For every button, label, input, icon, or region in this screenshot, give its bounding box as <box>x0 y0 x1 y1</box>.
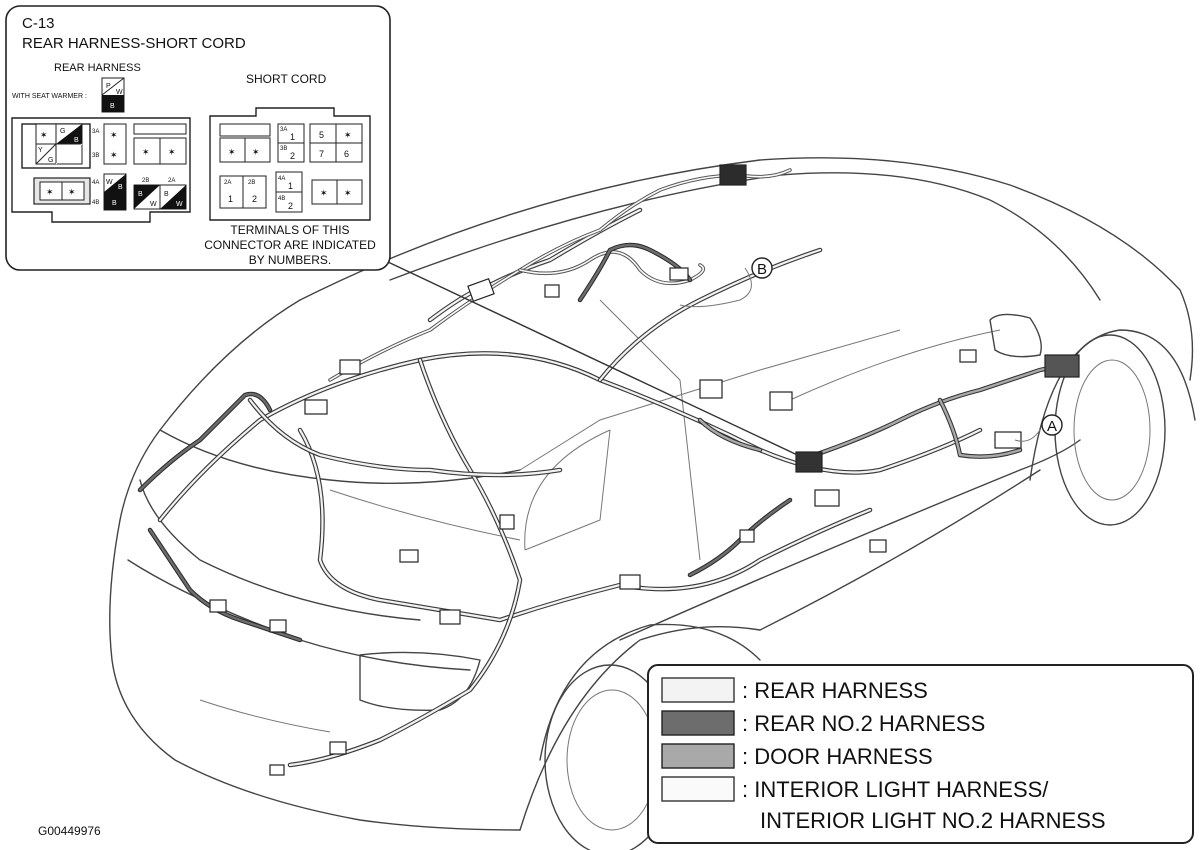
svg-text:1: 1 <box>228 194 233 204</box>
svg-text:G: G <box>74 157 79 164</box>
figure-id: G00449976 <box>38 824 101 838</box>
svg-text:✶: ✶ <box>46 187 54 197</box>
svg-text:2A: 2A <box>168 178 175 184</box>
legend-item-rear-no2-harness: : REAR NO.2 HARNESS <box>661 710 985 736</box>
svg-text:2B: 2B <box>142 178 149 184</box>
rear-harness-label: REAR HARNESS <box>54 62 141 74</box>
svg-text:BR: BR <box>60 148 70 155</box>
svg-text:7: 7 <box>319 149 324 159</box>
legend-label-rear-harness: : REAR HARNESS <box>742 678 928 703</box>
svg-text:✶: ✶ <box>168 147 176 157</box>
connector-code: C-13 <box>22 15 55 32</box>
terminal-note-line-1: TERMINALS OF THIS <box>230 223 349 237</box>
svg-text:B: B <box>74 137 79 144</box>
connector-title: REAR HARNESS-SHORT CORD <box>22 35 246 52</box>
legend-item-door-harness: : DOOR HARNESS <box>661 743 933 769</box>
short-cord-connector: ✶ ✶ 3A 1 3B 2 5 ✶ 7 6 2A 2B 1 2 4A 1 <box>209 107 371 221</box>
callout-a-label: A <box>1047 418 1057 435</box>
seat-warmer-pin-b: B <box>110 103 115 110</box>
seat-warmer-pin-w: W <box>116 89 123 96</box>
callout-b-label: B <box>757 261 767 278</box>
svg-text:Y: Y <box>38 147 43 154</box>
svg-text:4A: 4A <box>92 180 99 186</box>
svg-text:5: 5 <box>319 130 324 140</box>
svg-text:G: G <box>60 128 65 135</box>
seat-warmer-pin-p: P <box>106 83 111 90</box>
svg-text:✶: ✶ <box>110 130 118 140</box>
svg-text:G: G <box>48 157 53 164</box>
svg-text:✶: ✶ <box>110 150 118 160</box>
svg-text:3A: 3A <box>92 129 99 135</box>
svg-text:1: 1 <box>290 132 295 142</box>
svg-text:✶: ✶ <box>228 147 236 157</box>
callout-b: B <box>679 257 773 308</box>
legend-label-interior-light-harness: : INTERIOR LIGHT HARNESS/ <box>742 777 1049 802</box>
svg-text:✶: ✶ <box>344 130 352 140</box>
svg-text:1: 1 <box>288 181 293 191</box>
svg-text:W: W <box>176 201 183 208</box>
svg-text:2: 2 <box>290 151 295 161</box>
short-cord-label: SHORT CORD <box>246 72 327 86</box>
legend-label-door-harness: : DOOR HARNESS <box>742 744 933 769</box>
callout-a: A <box>1014 414 1063 442</box>
harness-connectors <box>209 164 1080 776</box>
legend-item-rear-harness: : REAR HARNESS <box>661 677 928 703</box>
svg-text:W: W <box>106 179 113 186</box>
svg-text:✶: ✶ <box>68 187 76 197</box>
leader-line <box>387 261 809 461</box>
svg-text:3B: 3B <box>92 153 99 159</box>
svg-text:B: B <box>138 191 143 198</box>
svg-text:✶: ✶ <box>40 130 48 140</box>
svg-text:6: 6 <box>344 149 349 159</box>
svg-text:3A: 3A <box>280 127 287 133</box>
svg-text:4B: 4B <box>92 200 99 206</box>
seat-warmer-connector: P W B <box>101 77 125 113</box>
svg-text:4B: 4B <box>278 196 285 202</box>
legend-swatch-rear-harness <box>661 677 735 703</box>
svg-text:2: 2 <box>252 194 257 204</box>
terminal-note-line-3: BY NUMBERS. <box>249 253 331 267</box>
seat-warmer-label: WITH SEAT WARMER : <box>12 93 87 100</box>
svg-text:2A: 2A <box>224 180 231 186</box>
svg-text:4A: 4A <box>278 176 285 182</box>
legend-label-rear-no2-harness: : REAR NO.2 HARNESS <box>742 711 985 736</box>
terminal-note-line-2: CONNECTOR ARE INDICATED <box>204 238 376 252</box>
svg-text:2: 2 <box>288 201 293 211</box>
legend-label-interior-light-no2-harness: INTERIOR LIGHT NO.2 HARNESS <box>760 808 1106 833</box>
connector-detail-box: C-13 REAR HARNESS-SHORT CORD REAR HARNES… <box>5 5 391 271</box>
svg-text:3B: 3B <box>280 146 287 152</box>
legend-box: : REAR HARNESS : REAR NO.2 HARNESS : DOO… <box>647 664 1194 844</box>
rear-harness-connector: ✶ G B Y G BR G 3A 3B ✶ ✶ ✶ ✶ <box>11 117 191 223</box>
svg-text:W: W <box>150 201 157 208</box>
legend-swatch-door-harness <box>661 743 735 769</box>
legend-swatch-interior-light-harness <box>661 776 735 802</box>
svg-text:✶: ✶ <box>344 188 352 198</box>
svg-text:✶: ✶ <box>320 188 328 198</box>
svg-text:2B: 2B <box>248 180 255 186</box>
svg-text:✶: ✶ <box>142 147 150 157</box>
svg-text:✶: ✶ <box>252 147 260 157</box>
legend-swatch-rear-no2-harness <box>661 710 735 736</box>
svg-text:B: B <box>112 200 117 207</box>
legend-item-interior-light-harness: : INTERIOR LIGHT HARNESS/ INTERIOR LIGHT… <box>661 776 1106 833</box>
svg-text:B: B <box>118 184 123 191</box>
svg-text:B: B <box>164 191 169 198</box>
